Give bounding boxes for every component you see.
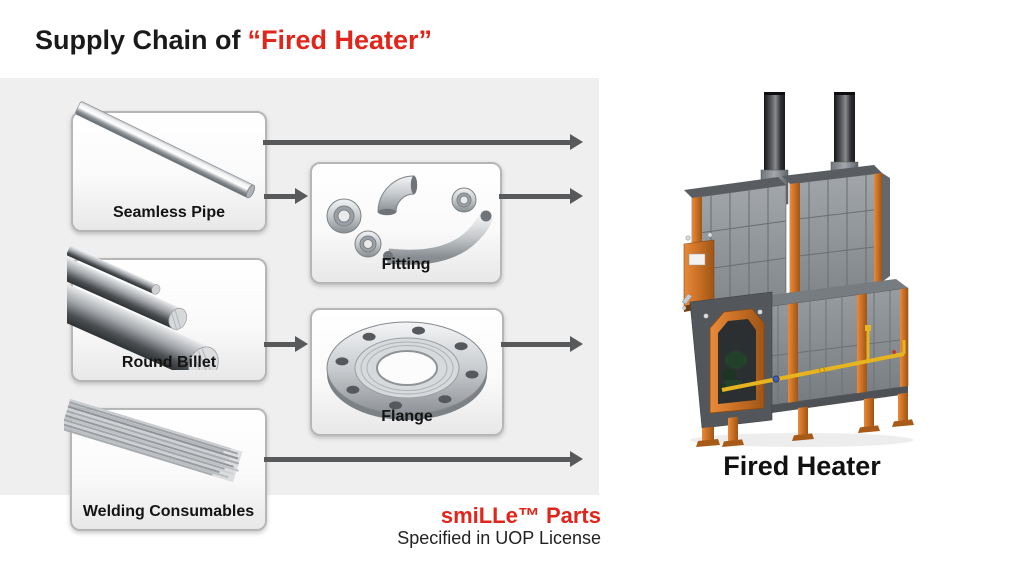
round-billet-image	[67, 245, 219, 370]
welding-rods-image	[64, 399, 243, 483]
supply-box-label: Flange	[381, 408, 433, 425]
flow-arrow-pipe-to-fitting	[264, 188, 308, 204]
title-red-highlight: “Fired Heater”	[247, 25, 433, 55]
supply-box-label: Welding Consumables	[82, 503, 255, 520]
license-note: Specified in UOP License	[397, 528, 601, 549]
page-title: Supply Chain of“Fired Heater”	[35, 25, 432, 56]
flow-arrow-flange-out	[501, 336, 583, 352]
supply-box-seamless-pipe: Seamless Pipe	[71, 101, 267, 232]
fired-heater-image	[681, 92, 914, 447]
brand-text: smiLLe™ Parts	[440, 503, 601, 528]
flow-arrow-fitting-out	[499, 188, 583, 204]
supply-box-flange: Flange	[310, 308, 504, 436]
flow-arrow-welding-out	[264, 451, 583, 467]
flow-arrow-seamless-pipe-out	[263, 134, 583, 150]
fired-heater-label: Fired Heater	[723, 451, 881, 481]
title-black: Supply Chain of	[35, 25, 241, 55]
footer: smiLLe™ Parts Specified in UOP License	[397, 503, 601, 550]
supply-box-label: Round Billet	[121, 354, 217, 371]
supply-box-round-billet: Round Billet	[67, 245, 267, 382]
supply-box-welding-consumables: Welding Consumables	[64, 399, 267, 531]
supply-box-label: Fitting	[381, 256, 431, 273]
flow-arrow-billet-to-flange	[264, 336, 308, 352]
fitting-image	[326, 175, 494, 265]
supply-box-fitting: Fitting	[310, 162, 502, 284]
seamless-pipe-image	[75, 101, 255, 199]
supply-box-label: Seamless Pipe	[112, 204, 226, 221]
